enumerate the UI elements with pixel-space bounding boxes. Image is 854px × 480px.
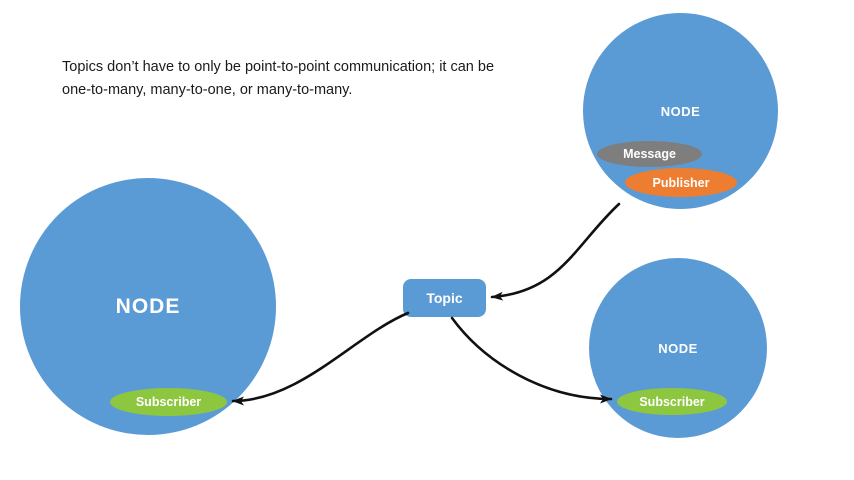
subscriber-bottom-right-pill: Subscriber: [617, 388, 727, 415]
topic-label: Topic: [426, 290, 463, 306]
node-bottom-right-label: NODE: [658, 340, 698, 356]
subscriber-left-pill: Subscriber: [110, 388, 227, 416]
publisher-pill: Publisher: [625, 168, 737, 197]
topic-box: Topic: [403, 279, 486, 317]
message-pill: Message: [597, 141, 702, 167]
arrow-topic-to-bottom-right-subscriber: [450, 316, 613, 404]
node-left-label: NODE: [115, 294, 181, 318]
caption-text: Topics don’t have to only be point-to-po…: [62, 59, 495, 99]
arrow-publisher-to-topic: [490, 202, 621, 301]
node-top-right-label: NODE: [660, 103, 701, 119]
